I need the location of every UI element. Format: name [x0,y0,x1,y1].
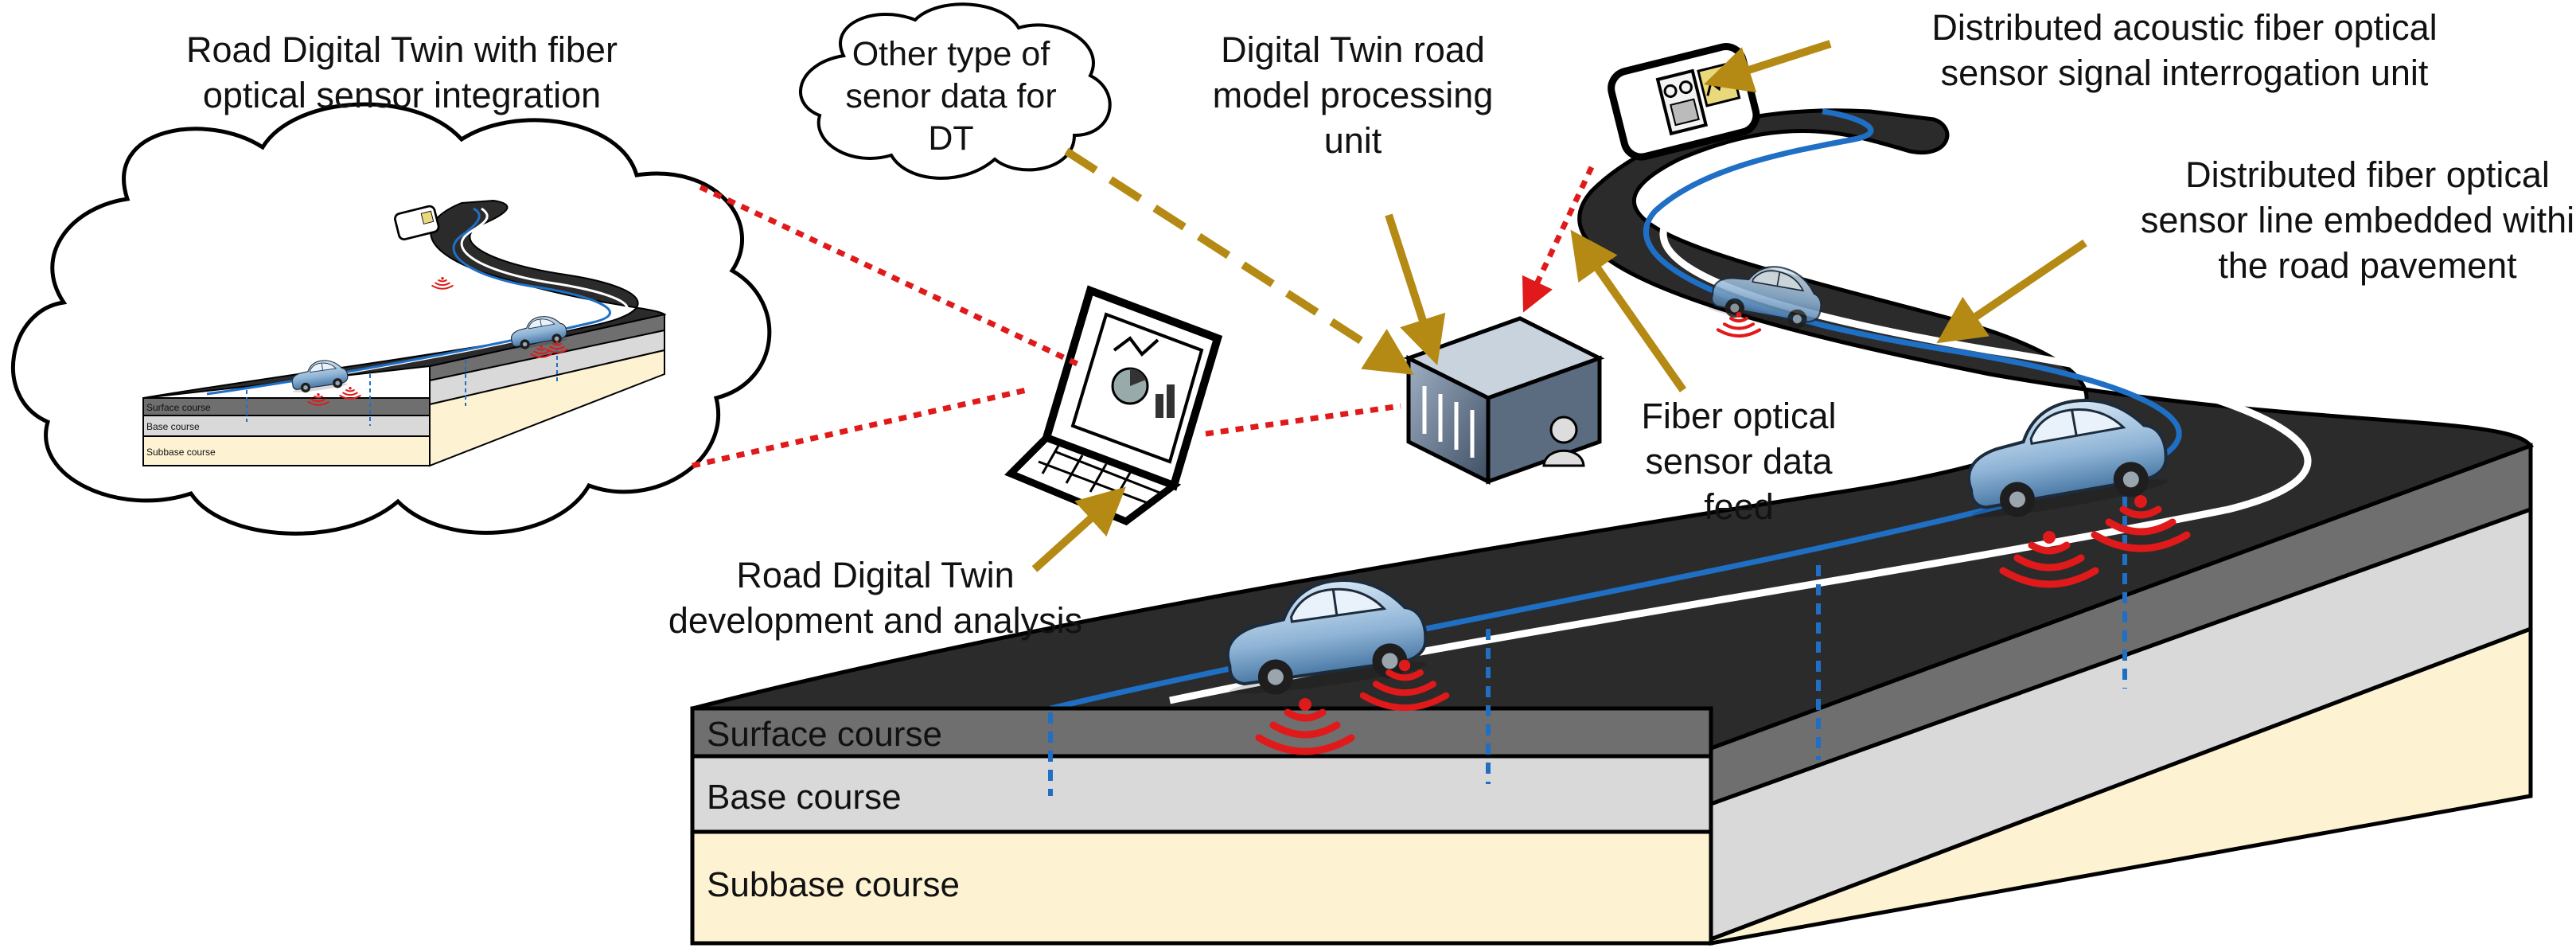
mini-layer-base-label: Base course [146,421,200,432]
sensor-line-line1: Distributed fiber optical [2185,154,2550,195]
pointer-arrows [1031,40,2087,572]
layer-subbase-label: Subbase course [707,865,960,904]
server-icon [1403,316,1605,486]
road-model: Surface course Base course Subbase cours… [690,108,2535,946]
label-road-dt-title: Road Digital Twin with fiber optical sen… [186,29,618,115]
development-line2: development and analysis [668,600,1082,641]
mini-layer-surface-label: Surface course [146,402,211,413]
layer-surface-label: Surface course [707,715,942,754]
other-data-line2: senor data for [845,77,1056,115]
interrogator-icon [394,205,440,240]
processing-unit-line1: Digital Twin road [1221,29,1485,70]
label-processing-unit: Digital Twin road model processing unit [1213,29,1494,161]
processing-unit-line3: unit [1324,120,1382,161]
interrogator-icon [1608,43,1760,161]
processing-unit-line2: model processing [1213,75,1494,115]
layer-base-label: Base course [707,778,902,817]
interrogation-unit-line2: sensor signal interrogation unit [1941,53,2429,93]
road-dt-title-line1: Road Digital Twin with fiber [186,29,618,70]
label-sensor-line: Distributed fiber optical sensor line em… [2141,154,2576,286]
laptop-icon [1004,285,1223,526]
data-links [692,166,1595,469]
cloud-icon [799,2,1112,180]
mini-road-scene: Surface course Base course Subbase cours… [142,199,667,467]
sensor-line-line3: the road pavement [2218,245,2517,286]
label-data-feed: Fiber optical sensor data feed [1641,396,1836,527]
mini-layer-subbase-label: Subbase course [146,447,216,458]
label-interrogation-unit: Distributed acoustic fiber optical senso… [1931,7,2437,93]
other-data-line1: Other type of [852,35,1051,73]
development-line1: Road Digital Twin [736,555,1014,595]
data-feed-line2: sensor data [1645,441,1833,482]
label-development: Road Digital Twin development and analys… [668,555,1082,641]
data-feed-line1: Fiber optical [1641,396,1836,436]
sensor-drop-lines [1048,478,2127,796]
interrogation-unit-line1: Distributed acoustic fiber optical [1931,7,2437,48]
label-other-data: Other type of senor data for DT [845,35,1056,158]
sensor-line-line2: sensor line embedded within [2141,200,2576,240]
other-data-line3: DT [928,119,973,158]
data-feed-line3: feed [1704,486,1774,527]
road-dt-title-line2: optical sensor integration [203,75,601,115]
